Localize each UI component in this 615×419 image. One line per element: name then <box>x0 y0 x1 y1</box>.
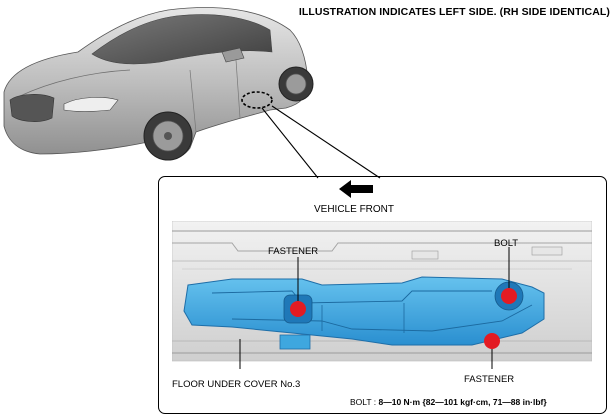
cover-tab <box>279 334 311 350</box>
part-name-label: FLOOR UNDER COVER No.3 <box>172 379 301 390</box>
car-headlight <box>63 97 119 112</box>
illustration-note: ILLUSTRATION INDICATES LEFT SIDE. (RH SI… <box>298 6 610 18</box>
bolt-label: BOLT <box>494 238 519 249</box>
leader-line <box>271 105 381 179</box>
fastener-label: FASTENER <box>464 374 515 385</box>
leader-line <box>261 107 319 179</box>
floor-cover-detail <box>172 221 592 369</box>
car-grille <box>9 94 55 122</box>
fastener-label: FASTENER <box>268 246 319 257</box>
detail-frame <box>158 176 607 414</box>
arrow-left-icon <box>339 180 373 198</box>
vehicle-front-label: VEHICLE FRONT <box>314 204 395 215</box>
torque-spec: BOLT : 8—10 N·m {82—101 kgf·cm, 71—88 in… <box>350 397 547 407</box>
fastener-marker <box>484 333 500 349</box>
bolt-marker <box>501 288 517 304</box>
torque-spec-value: 8—10 N·m {82—101 kgf·cm, 71—88 in·lbf} <box>378 397 547 407</box>
torque-spec-prefix: BOLT : <box>350 397 379 407</box>
location-highlight <box>241 91 273 109</box>
fastener-marker <box>290 301 306 317</box>
